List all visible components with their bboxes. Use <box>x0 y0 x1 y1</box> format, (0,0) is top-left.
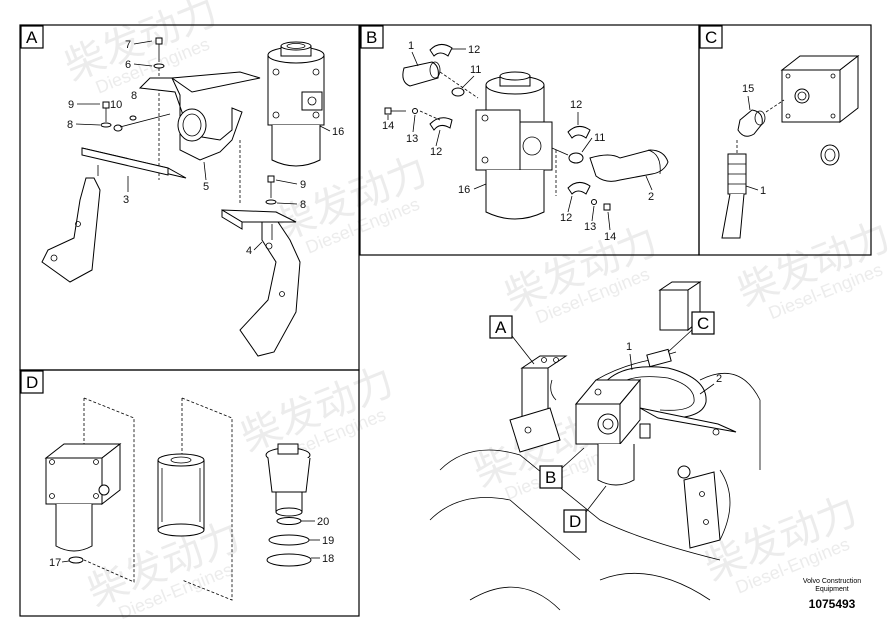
part-label-12: 12 <box>570 99 582 111</box>
overview-callout-a: A <box>489 315 535 365</box>
panel-a-drawing <box>41 37 325 357</box>
part-label-8: 8 <box>67 119 73 131</box>
overview-callout-c: C <box>667 311 715 353</box>
panel-c-drawing <box>721 54 860 239</box>
overview-callout-b: B <box>539 447 585 489</box>
svg-text:D: D <box>569 512 581 531</box>
part-label-1: 1 <box>760 185 766 197</box>
panel-a-label: A <box>20 25 44 49</box>
overview-callouts: A C B D 1 2 <box>489 311 722 533</box>
part-label-12: 12 <box>468 44 480 56</box>
part-label-15: 15 <box>742 83 754 95</box>
svg-text:A: A <box>26 28 38 47</box>
part-label-13: 13 <box>406 133 418 145</box>
panel-d-drawing <box>44 397 312 601</box>
panel-c-label: C <box>699 25 723 49</box>
part-label-6: 6 <box>125 59 131 71</box>
part-label-12: 12 <box>430 146 442 158</box>
part-label-1: 1 <box>408 40 414 52</box>
panel-d-frame <box>19 369 360 617</box>
panel-c-frame <box>698 24 872 256</box>
panel-b-part-labels: 1 12 11 14 13 12 12 11 16 2 12 13 14 <box>382 40 654 243</box>
part-label-9: 9 <box>68 99 74 111</box>
overview-label-1: 1 <box>626 341 632 353</box>
part-label-14: 14 <box>604 231 616 243</box>
overview-label-2: 2 <box>716 373 722 385</box>
panel-b-label: B <box>360 25 384 49</box>
company-line-1: Volvo Construction <box>802 578 862 585</box>
overview-drawing <box>429 281 761 611</box>
drawing-number: 1075493 <box>808 597 856 611</box>
panel-c-part-labels: 15 1 <box>742 83 766 197</box>
part-label-7: 7 <box>125 39 131 51</box>
company-caption: Volvo Construction Equipment <box>782 578 882 594</box>
svg-text:B: B <box>545 468 556 487</box>
part-label-2: 2 <box>648 191 654 203</box>
part-label-11: 11 <box>470 64 481 76</box>
panel-d-part-labels: 20 19 18 17 <box>49 516 334 569</box>
svg-text:A: A <box>495 318 507 337</box>
svg-text:D: D <box>26 373 38 392</box>
part-label-14: 14 <box>382 120 394 132</box>
part-label-3: 3 <box>123 194 129 206</box>
part-label-16: 16 <box>458 184 470 196</box>
part-label-13: 13 <box>584 221 596 233</box>
overview-callout-d: D <box>563 485 607 533</box>
part-label-5: 5 <box>203 181 209 193</box>
company-line-2: Equipment <box>815 586 849 593</box>
part-label-19: 19 <box>322 535 334 547</box>
part-label-11: 11 <box>594 132 605 144</box>
svg-text:C: C <box>705 28 717 47</box>
panel-d-label: D <box>20 370 44 394</box>
part-label-18: 18 <box>322 553 334 565</box>
part-label-17: 17 <box>49 557 61 569</box>
panel-b-drawing <box>384 44 669 220</box>
svg-text:C: C <box>697 314 709 333</box>
part-label-16: 16 <box>332 126 344 138</box>
part-label-20: 20 <box>317 516 329 528</box>
part-label-8: 8 <box>131 90 137 102</box>
part-label-8: 8 <box>300 199 306 211</box>
part-label-10: 10 <box>110 99 122 111</box>
part-label-9: 9 <box>300 179 306 191</box>
svg-text:B: B <box>366 28 377 47</box>
part-label-12: 12 <box>560 212 572 224</box>
part-label-4: 4 <box>246 245 252 257</box>
panel-a-part-labels: 7 6 9 10 8 8 3 5 16 9 8 4 <box>67 39 344 257</box>
